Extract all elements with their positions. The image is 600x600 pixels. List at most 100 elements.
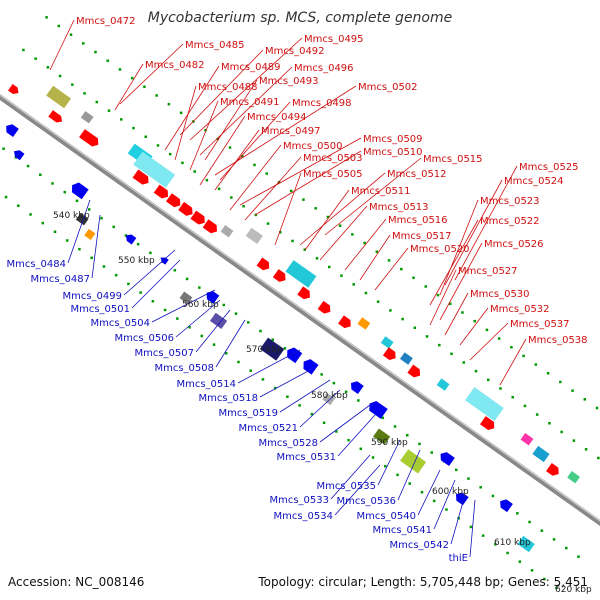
gc-dot bbox=[314, 207, 317, 210]
gc-dot bbox=[298, 404, 301, 407]
gc-dot bbox=[90, 256, 93, 260]
gene-feature bbox=[373, 428, 391, 445]
gene-label: Mmcs_0503 bbox=[303, 153, 363, 164]
gene-feature bbox=[338, 315, 351, 329]
gene-label: Mmcs_0530 bbox=[470, 289, 530, 300]
gc-dot bbox=[597, 456, 600, 460]
gene-label: Mmcs_0514 bbox=[176, 379, 236, 390]
gene-label: Mmcs_0494 bbox=[247, 112, 307, 123]
leader-line bbox=[319, 205, 368, 261]
gene-label: Mmcs_0522 bbox=[480, 216, 540, 227]
gc-dot bbox=[494, 543, 497, 546]
gene-feature bbox=[500, 499, 513, 513]
leader-line bbox=[377, 439, 401, 486]
gene-feature bbox=[48, 110, 63, 123]
gene-feature bbox=[125, 234, 137, 245]
gene-feature bbox=[382, 347, 396, 360]
leader-line bbox=[439, 199, 479, 296]
gc-dot bbox=[332, 381, 336, 385]
gc-dot bbox=[511, 395, 514, 399]
tick-label: 580 kbp bbox=[311, 391, 348, 401]
gc-dot bbox=[163, 308, 167, 312]
gc-dot bbox=[412, 276, 415, 280]
gene-feature bbox=[455, 492, 469, 506]
gc-dot bbox=[359, 447, 363, 451]
tick-label: 610 kbp bbox=[494, 538, 531, 548]
gc-dot bbox=[167, 102, 171, 106]
gc-dot bbox=[266, 222, 270, 225]
gene-feature bbox=[71, 182, 89, 200]
gene-label: Mmcs_0515 bbox=[423, 154, 483, 165]
gc-dot bbox=[322, 421, 326, 425]
leader-line bbox=[459, 307, 489, 346]
gc-dot bbox=[577, 555, 580, 558]
gene-label: Mmcs_0526 bbox=[484, 239, 544, 250]
gene-feature bbox=[75, 213, 89, 226]
gc-dot bbox=[384, 464, 387, 468]
gc-dot bbox=[485, 328, 489, 332]
gene-feature bbox=[287, 347, 303, 364]
gene-feature bbox=[245, 227, 263, 245]
gene-feature bbox=[567, 471, 580, 484]
gc-dot bbox=[46, 66, 50, 69]
gene-feature bbox=[369, 400, 388, 419]
label-leader-lines bbox=[49, 19, 527, 558]
leader-line bbox=[114, 63, 144, 111]
gc-dot bbox=[34, 57, 37, 60]
gene-label: Mmcs_0513 bbox=[369, 202, 429, 213]
gc-dot bbox=[51, 182, 54, 185]
gc-dot bbox=[286, 395, 289, 398]
gene-feature bbox=[206, 291, 220, 304]
gene-feature bbox=[517, 535, 535, 553]
leader-line bbox=[131, 259, 181, 309]
gc-dot bbox=[540, 529, 544, 532]
gc-dot bbox=[425, 335, 429, 338]
gc-dot bbox=[499, 387, 502, 390]
gene-label: Mmcs_0538 bbox=[528, 335, 588, 346]
leader-line bbox=[151, 289, 216, 323]
gene-feature bbox=[272, 269, 286, 282]
gene-feature bbox=[520, 433, 534, 446]
leader-line bbox=[299, 389, 341, 428]
leader-line bbox=[254, 150, 362, 216]
gc-dot bbox=[222, 303, 226, 307]
gene-label: Mmcs_0524 bbox=[504, 176, 564, 187]
gc-dot bbox=[63, 190, 67, 194]
gc-dot bbox=[528, 520, 531, 524]
gene-label: Mmcs_0511 bbox=[351, 186, 411, 197]
gene-feature bbox=[153, 184, 169, 199]
gene-label: Mmcs_0527 bbox=[458, 266, 518, 277]
genome-title: Mycobacterium sp. MCS, complete genome bbox=[148, 10, 453, 26]
gc-dot bbox=[271, 338, 274, 341]
gc-dot bbox=[143, 85, 146, 89]
gene-label: Mmcs_0521 bbox=[238, 423, 298, 434]
gene-label: Mmcs_0523 bbox=[480, 196, 540, 207]
gc-dot bbox=[474, 369, 478, 373]
gene-label: Mmcs_0528 bbox=[258, 438, 318, 449]
gene-label: Mmcs_0541 bbox=[372, 525, 432, 536]
gc-dot bbox=[22, 48, 25, 52]
gc-dot bbox=[193, 170, 196, 173]
gc-dot bbox=[253, 163, 256, 167]
gene-label: Mmcs_0525 bbox=[519, 162, 579, 173]
gene-feature bbox=[322, 392, 336, 406]
gc-dot bbox=[516, 512, 519, 515]
gc-dot bbox=[400, 267, 403, 271]
leader-line bbox=[397, 449, 421, 501]
leader-line bbox=[433, 479, 456, 530]
gc-dot bbox=[176, 317, 179, 320]
gene-label: Mmcs_0472 bbox=[76, 16, 136, 27]
gene-feature bbox=[160, 257, 169, 265]
gene-feature bbox=[179, 291, 193, 304]
gc-dot bbox=[127, 282, 130, 286]
gc-dot bbox=[351, 233, 354, 236]
gc-dot bbox=[548, 422, 551, 425]
gene-label: Mmcs_0507 bbox=[134, 348, 194, 359]
leader-line bbox=[123, 249, 176, 296]
gene-feature bbox=[6, 124, 19, 138]
gc-dot bbox=[381, 416, 385, 420]
gene-feature bbox=[532, 445, 550, 463]
gc-dot bbox=[144, 135, 147, 139]
gc-dot bbox=[181, 161, 184, 165]
